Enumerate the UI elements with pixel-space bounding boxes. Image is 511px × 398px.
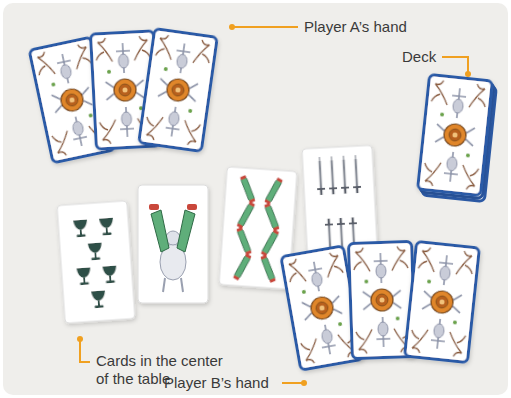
leader-lines [80, 27, 468, 383]
callout-label: Player A’s hand [304, 18, 407, 36]
callout-label: Player B’s hand [164, 374, 269, 392]
callout-label: Deck [402, 48, 436, 66]
player-b-cards [281, 241, 479, 370]
table-ground [3, 3, 508, 395]
leader-dots [77, 24, 471, 386]
deck-stack [418, 75, 497, 202]
player-a-cards [29, 29, 217, 163]
